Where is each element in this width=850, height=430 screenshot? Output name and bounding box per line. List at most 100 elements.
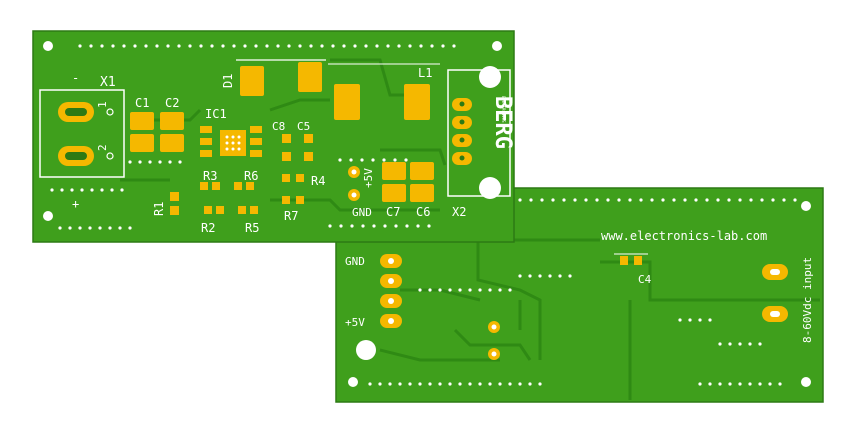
d1-label: D1 [221, 74, 235, 88]
via [243, 44, 247, 48]
via [573, 198, 577, 202]
via [108, 226, 112, 230]
ic1-label: IC1 [205, 107, 227, 121]
via [320, 44, 324, 48]
via [254, 44, 258, 48]
via [287, 44, 291, 48]
via [488, 288, 492, 292]
pad-drill [388, 298, 394, 304]
via [298, 44, 302, 48]
via [418, 288, 422, 292]
via [748, 382, 752, 386]
resistor-pads [170, 174, 304, 215]
c5-label: C5 [297, 120, 310, 133]
via [498, 382, 502, 386]
via [441, 44, 445, 48]
url-label: www.electronics-lab.com [601, 229, 767, 243]
bottom-pcb-board: GND +5V C4 www.electronics-lab.com 8-60V… [335, 187, 824, 403]
d1-diode [236, 59, 326, 96]
via [518, 198, 522, 202]
via [518, 382, 522, 386]
via [265, 44, 269, 48]
top-gnd-label: GND [352, 206, 372, 219]
via [738, 382, 742, 386]
via [60, 188, 64, 192]
via [778, 382, 782, 386]
top-board-vias [50, 44, 456, 230]
via [50, 188, 54, 192]
berg-logo: BERG [490, 96, 515, 149]
x1-pin1-label: 1 [96, 101, 109, 108]
x1-pin2-label: 2 [96, 144, 109, 151]
via [393, 158, 397, 162]
via [488, 382, 492, 386]
via [716, 198, 720, 202]
x1-label: X1 [100, 75, 116, 90]
via [122, 44, 126, 48]
via [128, 226, 132, 230]
top-board-mount-hole [43, 211, 53, 221]
via [768, 382, 772, 386]
c4-label: C4 [638, 273, 652, 286]
via [328, 224, 332, 228]
via [529, 198, 533, 202]
berg-logo-sub: ELECTRONICS [501, 96, 506, 123]
via [408, 44, 412, 48]
via [708, 318, 712, 322]
via [98, 226, 102, 230]
via [728, 342, 732, 346]
via [430, 44, 434, 48]
via [452, 44, 456, 48]
via [448, 288, 452, 292]
via [698, 382, 702, 386]
c8-label: C8 [272, 120, 285, 133]
via [88, 226, 92, 230]
via [68, 226, 72, 230]
r7-label: R7 [284, 209, 298, 223]
bottom-board-large-hole [356, 340, 376, 360]
via [78, 44, 82, 48]
via [394, 224, 398, 228]
via [760, 198, 764, 202]
via [110, 188, 114, 192]
via [144, 44, 148, 48]
via [540, 198, 544, 202]
via [748, 342, 752, 346]
via [458, 288, 462, 292]
c2-label: C2 [165, 96, 179, 110]
via [155, 44, 159, 48]
via [78, 226, 82, 230]
via [80, 188, 84, 192]
via [758, 342, 762, 346]
r6-label: R6 [244, 169, 258, 183]
via [210, 44, 214, 48]
via [672, 198, 676, 202]
c1-label: C1 [135, 96, 149, 110]
ic1-chip [200, 126, 262, 157]
via [188, 44, 192, 48]
r3-label: R3 [203, 169, 217, 183]
via [404, 158, 408, 162]
r2-label: R2 [201, 221, 215, 235]
via [350, 224, 354, 228]
via [793, 198, 797, 202]
via [478, 288, 482, 292]
via [58, 226, 62, 230]
via [89, 44, 93, 48]
c4-capacitor [614, 253, 648, 265]
x1-plus-label: + [72, 197, 79, 211]
via [148, 160, 152, 164]
top-board-mount-hole [43, 41, 53, 51]
via [331, 44, 335, 48]
via [364, 44, 368, 48]
bottom-board-mount-hole [801, 377, 811, 387]
via [388, 382, 392, 386]
via [398, 382, 402, 386]
via [568, 274, 572, 278]
via [221, 44, 225, 48]
via [705, 198, 709, 202]
via [428, 288, 432, 292]
via [361, 224, 365, 228]
via [133, 44, 137, 48]
